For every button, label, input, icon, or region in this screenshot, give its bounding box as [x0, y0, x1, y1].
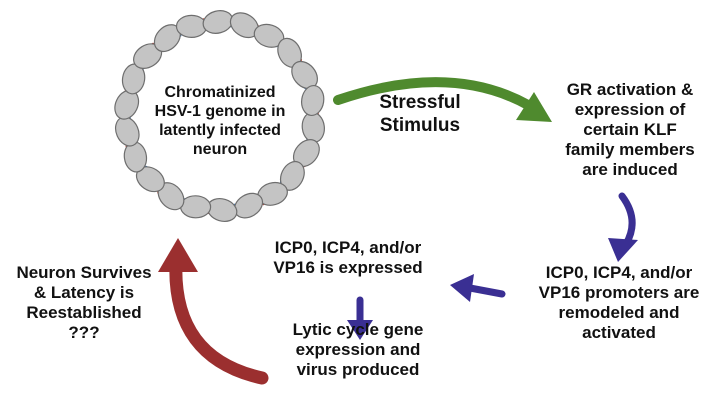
genome-label-line: latently infected	[159, 121, 281, 139]
gr-activation-line: GR activation &	[566, 80, 694, 99]
nucleosome	[300, 84, 325, 117]
nucleosome	[175, 14, 208, 39]
stress-label: Stressful Stimulus	[360, 92, 480, 138]
promoters-label: ICP0, ICP4, and/or VP16 promoters are re…	[514, 263, 721, 343]
lytic-line: Lytic cycle gene	[292, 320, 424, 339]
genome-label-line: Chromatinized	[164, 84, 276, 101]
gr-activation-line: are induced	[582, 160, 678, 180]
latency-label: Neuron Survives & Latency is Reestablish…	[0, 263, 168, 343]
gr-activation-label: GR activation & expression of certain KL…	[540, 80, 720, 180]
promoters-to-expression-arrow	[450, 274, 506, 302]
lytic-cycle-label: Lytic cycle gene expression and virus pr…	[258, 320, 458, 380]
expression-to-lytic-arrow	[347, 296, 373, 340]
gr-to-promoters-arrow	[608, 192, 638, 262]
stress-arrow	[333, 77, 552, 122]
latency-line: & Latency is	[33, 283, 135, 303]
genome-label: Chromatinized HSV-1 genome in latently i…	[140, 84, 300, 160]
promoters-line: VP16 promoters are	[538, 283, 700, 303]
stress-label-line: Stimulus	[379, 114, 461, 136]
promoters-line: remodeled and	[558, 303, 680, 323]
icp-expressed-line: ICP0, ICP4, and/or	[274, 238, 422, 257]
genome-label-line: neuron	[192, 140, 248, 158]
gr-activation-line: family members	[565, 140, 695, 160]
genome-label-line: HSV-1 genome in	[154, 102, 286, 120]
nucleosome	[180, 195, 212, 219]
nucleosome	[301, 111, 325, 143]
latency-line: Neuron Survives	[16, 263, 152, 282]
gr-activation-line: expression of	[574, 100, 686, 120]
promoters-line: ICP0, ICP4, and/or	[545, 263, 693, 282]
promoters-line: activated	[582, 323, 656, 343]
latency-arrow	[158, 238, 269, 385]
latency-line: Reestablished	[26, 303, 142, 323]
icp-expressed-line: VP16 is expressed	[273, 258, 423, 278]
lytic-line: expression and	[295, 340, 421, 360]
lytic-line: virus produced	[296, 360, 420, 380]
chromatinized-genome-ring	[114, 10, 325, 222]
latency-line: ???	[68, 323, 100, 343]
gr-activation-line: certain KLF	[583, 120, 677, 140]
stress-label-line: Stressful	[379, 92, 461, 113]
icp-expressed-label: ICP0, ICP4, and/or VP16 is expressed	[248, 238, 448, 278]
